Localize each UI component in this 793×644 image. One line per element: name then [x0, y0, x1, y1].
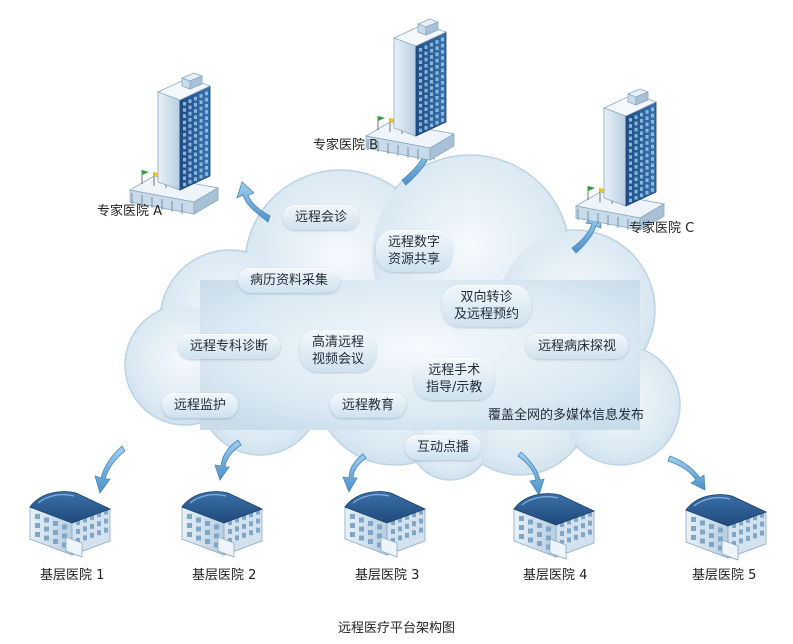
- service-remote-specialist-diagnosis: 远程专科诊断: [178, 334, 281, 359]
- diagram-caption: 远程医疗平台架构图: [337, 621, 455, 636]
- primary-hospital-2-building: [181, 491, 264, 558]
- arrow-to-primary-3: [342, 453, 367, 493]
- service-text: 指导/示教: [426, 380, 483, 395]
- expert-hospital-b-building: [364, 18, 456, 161]
- service-remote-ward-visit: 远程病床探视: [526, 334, 629, 359]
- service-referral-appointment: 双向转诊 及远程预约: [442, 285, 532, 327]
- service-text: 远程手术: [428, 363, 481, 378]
- service-remote-surgery-guidance: 远程手术 指导/示教: [414, 358, 495, 400]
- service-text: 资源共享: [388, 252, 441, 267]
- service-remote-education: 远程教育: [330, 393, 407, 418]
- service-text: 远程教育: [342, 398, 395, 413]
- service-digital-resource-sharing: 远程数字 资源共享: [376, 230, 453, 272]
- service-text: 远程监护: [174, 398, 227, 413]
- service-text: 远程专科诊断: [190, 339, 269, 354]
- expert-hospital-c-label: 专家医院 C: [629, 221, 695, 236]
- primary-hospital-5-building: [685, 494, 768, 561]
- expert-hospital-b-label: 专家医院 B: [313, 138, 379, 153]
- primary-hospital-4-label: 基层医院 4: [523, 568, 588, 583]
- service-multimedia-publishing: 覆盖全网的多媒体信息发布: [476, 403, 656, 428]
- service-text: 双向转诊: [460, 290, 513, 305]
- primary-hospital-3-label: 基层医院 3: [355, 568, 420, 583]
- service-medical-record-collection: 病历资料采集: [238, 268, 341, 293]
- primary-hospital-1-building: [29, 491, 112, 558]
- service-remote-monitoring: 远程监护: [162, 393, 239, 418]
- primary-hospital-1-label: 基层医院 1: [40, 568, 105, 583]
- service-text: 覆盖全网的多媒体信息发布: [488, 408, 645, 423]
- service-text: 远程病床探视: [538, 339, 617, 354]
- service-hd-video-conference: 高清远程 视频会议: [300, 330, 377, 372]
- arrow-to-primary-2: [214, 439, 242, 481]
- service-text: 高清远程: [312, 335, 365, 350]
- primary-hospital-3-building: [344, 491, 427, 558]
- service-text: 互动点播: [417, 440, 470, 455]
- expert-hospital-a-building: [128, 72, 220, 215]
- expert-hospital-c-building: [574, 88, 666, 231]
- service-text: 远程数字: [388, 235, 441, 250]
- service-remote-consultation: 远程会诊: [283, 205, 360, 230]
- service-text: 视频会议: [312, 352, 365, 367]
- expert-hospital-a-label: 专家医院 A: [97, 204, 163, 219]
- arrow-to-expert-a: [236, 181, 271, 223]
- expert-hospital-buildings: [128, 18, 666, 231]
- primary-hospital-2-label: 基层医院 2: [192, 568, 257, 583]
- arrow-to-primary-4: [517, 451, 545, 496]
- primary-hospital-4-building: [513, 493, 596, 560]
- primary-hospital-5-label: 基层医院 5: [692, 568, 757, 583]
- service-interactive-vod: 互动点播: [405, 435, 482, 460]
- service-text: 病历资料采集: [250, 273, 329, 288]
- arrow-to-primary-1: [94, 445, 126, 494]
- arrow-to-primary-5: [667, 455, 706, 491]
- service-text: 及远程预约: [454, 307, 520, 322]
- primary-hospital-buildings: [29, 491, 768, 561]
- service-text: 远程会诊: [295, 210, 348, 225]
